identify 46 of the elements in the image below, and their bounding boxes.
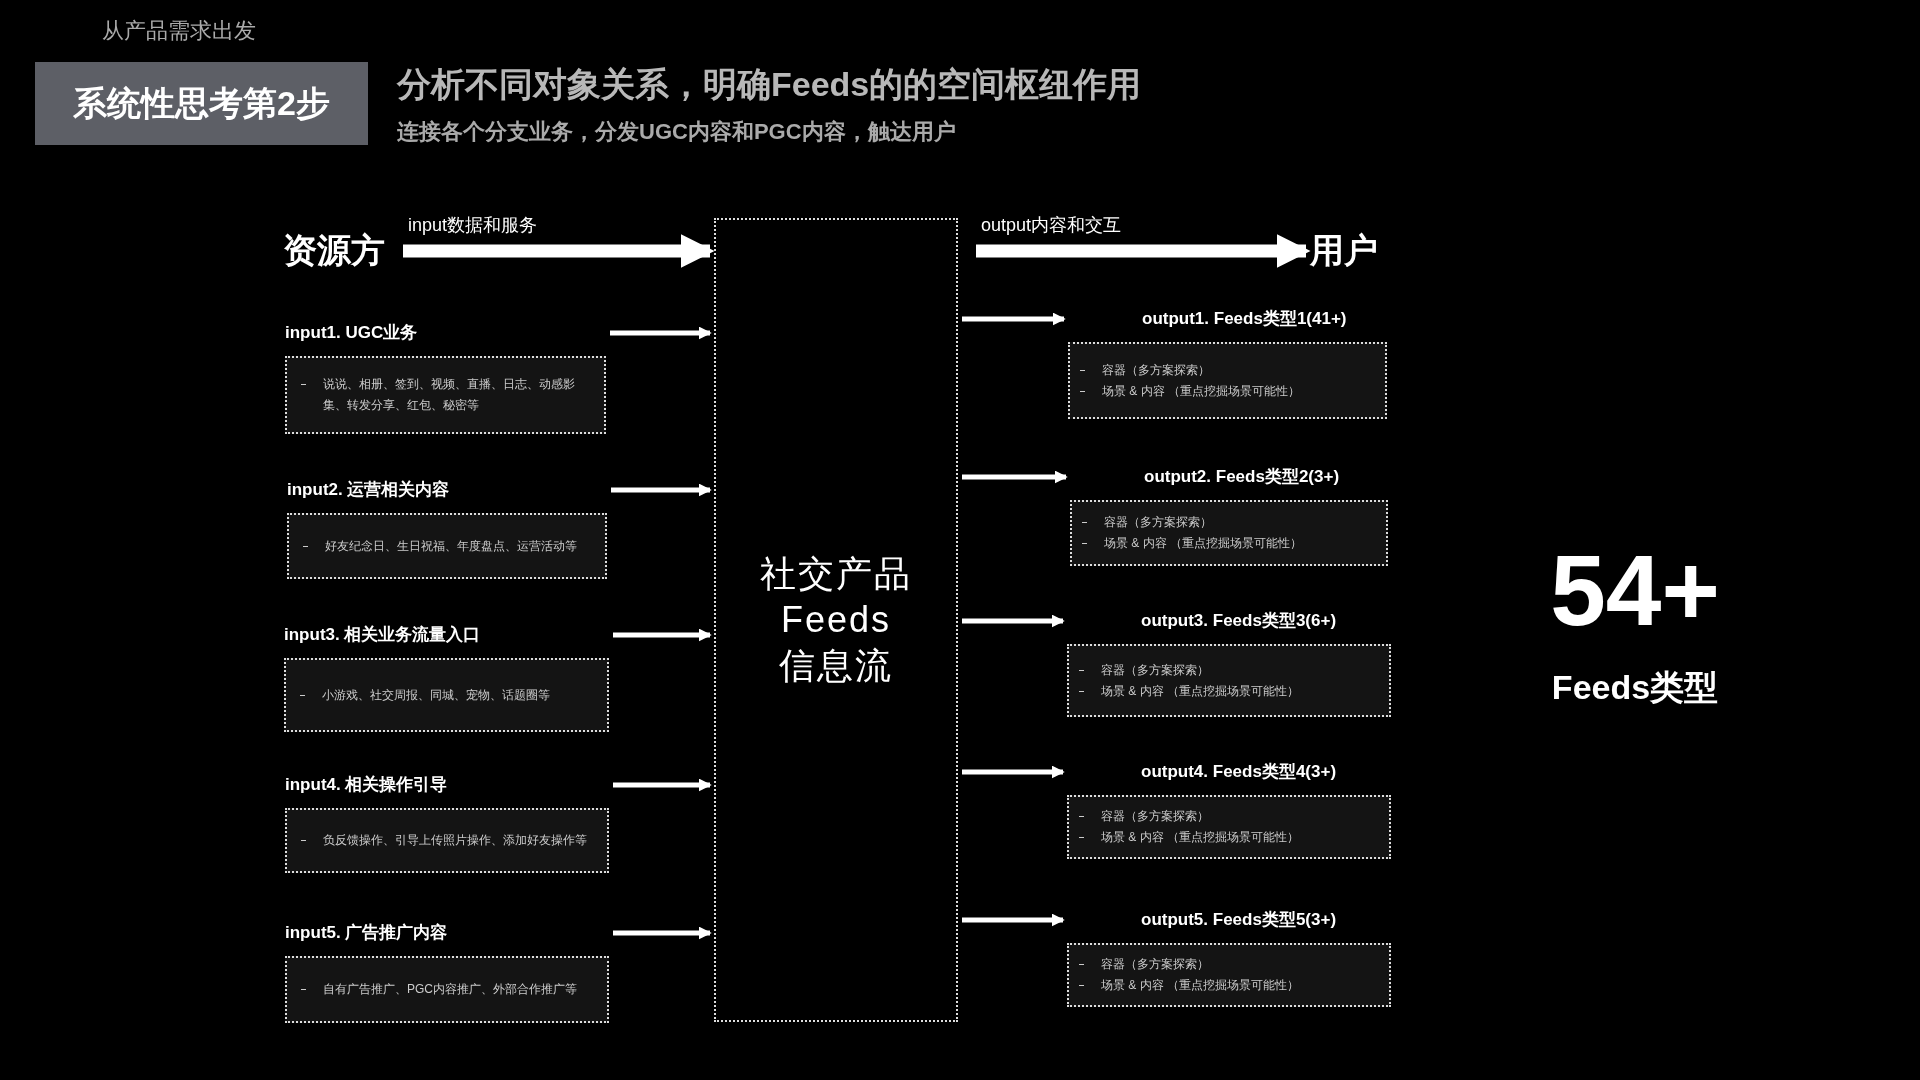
stat-text: Feeds类型 xyxy=(1550,667,1720,708)
center-box: 社交产品 Feeds 信息流 xyxy=(714,218,958,1022)
arrow xyxy=(613,926,712,940)
list-item: 场景 & 内容 （重点挖掘场景可能性） xyxy=(1102,383,1300,398)
arrow xyxy=(962,312,1066,326)
actor-label: 资源方 xyxy=(283,228,385,274)
title: 分析不同对象关系，明确Feeds的的空间枢纽作用 xyxy=(397,64,1142,105)
list-item: 好友纪念日、生日祝福、年度盘点、运营活动等 xyxy=(325,538,577,553)
list-item: 场景 & 内容 （重点挖掘场景可能性） xyxy=(1101,683,1299,698)
arrow xyxy=(403,234,715,268)
arrow xyxy=(962,765,1065,779)
list-item: 容器（多方案探索） xyxy=(1104,515,1212,529)
list-item: 小游戏、社交周报、同城、宠物、话题圈等 xyxy=(322,687,550,702)
item-heading: output5. Feeds类型5(3+) xyxy=(1140,909,1338,931)
item-heading: input1. UGC业务 xyxy=(285,322,419,344)
list-item: 自有广告推广、PGC内容推广、外部合作推广等 xyxy=(323,982,577,996)
list-item: 场景 & 内容 （重点挖掘场景可能性） xyxy=(1104,536,1302,550)
list-item: 容器（多方案探索） xyxy=(1101,809,1209,823)
item-heading: input5. 广告推广内容 xyxy=(285,922,449,944)
stat-text: 54+ xyxy=(1549,533,1721,648)
arrow xyxy=(962,614,1065,628)
arrow xyxy=(611,483,712,497)
arrow xyxy=(613,778,712,792)
actor-label: 用户 xyxy=(1310,228,1378,274)
subtitle: 连接各个分支业务，分发UGC内容和PGC内容，触达用户 xyxy=(397,118,956,146)
list-item: 容器（多方案探索） xyxy=(1102,362,1210,377)
arrow xyxy=(613,628,712,642)
list-item: 容器（多方案探索） xyxy=(1101,957,1209,971)
list-item: 场景 & 内容 （重点挖掘场景可能性） xyxy=(1101,830,1299,844)
section-label: 从产品需求出发 xyxy=(102,17,256,45)
list-item: 容器（多方案探索） xyxy=(1101,662,1209,677)
item-heading: input3. 相关业务流量入口 xyxy=(284,624,482,646)
arrow xyxy=(962,470,1068,484)
list-item: 场景 & 内容 （重点挖掘场景可能性） xyxy=(1101,978,1299,992)
arrow xyxy=(976,234,1311,268)
arrow xyxy=(610,326,712,340)
item-heading: output4. Feeds类型4(3+) xyxy=(1140,761,1338,783)
list-item: 说说、相册、签到、视频、直播、日志、动感影集、转发分享、红包、秘密等 xyxy=(323,377,575,412)
item-heading: output1. Feeds类型1(41+) xyxy=(1141,308,1348,330)
step-box: 系统性思考第2步 xyxy=(35,62,368,145)
item-heading: output2. Feeds类型2(3+) xyxy=(1143,466,1341,488)
item-heading: output3. Feeds类型3(6+) xyxy=(1140,610,1338,632)
list-item: 负反馈操作、引导上传照片操作、添加好友操作等 xyxy=(323,833,587,847)
arrow xyxy=(962,913,1065,927)
item-heading: input4. 相关操作引导 xyxy=(285,774,449,796)
item-heading: input2. 运营相关内容 xyxy=(287,479,451,501)
